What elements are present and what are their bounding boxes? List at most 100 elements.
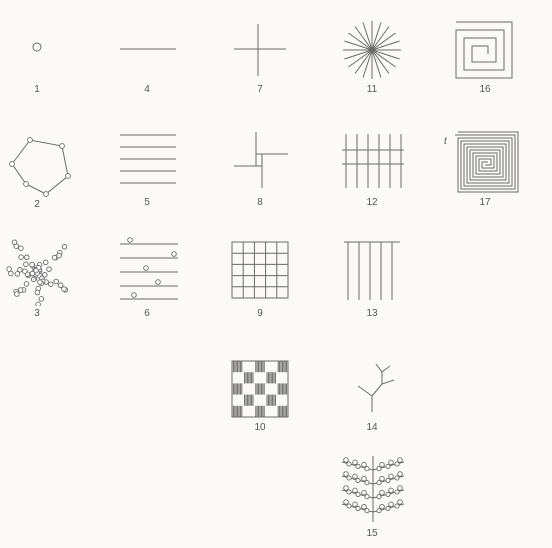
- loop-circle: [356, 464, 360, 468]
- loop-circle: [398, 458, 403, 463]
- star-ray: [355, 50, 372, 74]
- cluster-circle: [43, 260, 48, 265]
- circle-cluster-shape: [4, 236, 74, 306]
- loop-circle: [356, 506, 360, 510]
- loop-circle: [389, 502, 394, 507]
- loop-circle: [386, 506, 390, 510]
- figure-3: [4, 236, 74, 306]
- loop-circle: [365, 495, 369, 499]
- loop-circle: [398, 472, 403, 477]
- square-labyrinth-shape: [452, 128, 526, 198]
- figure-12: [340, 130, 406, 192]
- loop-circle: [395, 476, 399, 480]
- loop-circle: [365, 481, 369, 485]
- cluster-circle: [62, 245, 67, 250]
- loop-circle: [347, 504, 351, 508]
- figure-label-2: 2: [17, 199, 57, 210]
- loop-circle: [395, 504, 399, 508]
- loop-circle: [377, 467, 381, 471]
- cluster-circle: [52, 255, 57, 260]
- cluster-circle: [7, 267, 12, 272]
- square-grid-shape: [230, 240, 292, 302]
- cluster-circle: [54, 279, 59, 284]
- cluster-circle: [62, 287, 67, 292]
- lines-with-dots-shape: [118, 236, 184, 308]
- figure-9: [230, 240, 292, 302]
- star-ray: [372, 50, 400, 59]
- loop-circle: [347, 462, 351, 466]
- cluster-circle: [39, 297, 44, 302]
- vertical-lines-crossbars-shape: [340, 130, 406, 192]
- polygon-with-dots-shape: [4, 130, 74, 200]
- loop-circle: [380, 462, 385, 467]
- loop-circle: [353, 488, 358, 493]
- figure-6: [118, 236, 184, 308]
- loop-circle: [389, 460, 394, 465]
- cluster-circle: [38, 280, 43, 285]
- star-ray: [349, 33, 373, 50]
- loop-circle: [380, 476, 385, 481]
- cluster-circle: [34, 268, 39, 273]
- star-ray: [349, 50, 373, 67]
- loop-circle: [377, 495, 381, 499]
- star-ray: [372, 50, 381, 78]
- loop-circle: [395, 490, 399, 494]
- figure-label-14: 14: [352, 422, 392, 433]
- figure-13: [342, 238, 404, 304]
- spiral-marker-t: t: [444, 136, 447, 147]
- loop-circle: [398, 486, 403, 491]
- star-ray: [344, 41, 372, 50]
- star-ray: [344, 50, 372, 59]
- horizontal-line-shape: [118, 40, 180, 60]
- figure-label-3: 3: [17, 308, 57, 319]
- figure-7: [232, 22, 288, 78]
- figure-label-4: 4: [127, 84, 167, 95]
- figure-label-9: 9: [240, 308, 280, 319]
- figure-2: [4, 130, 74, 200]
- loop-circle: [353, 460, 358, 465]
- cluster-circle: [9, 271, 14, 276]
- figure-14: [352, 360, 402, 416]
- cluster-circle: [23, 269, 28, 274]
- loop-circle: [380, 504, 385, 509]
- star-ray: [372, 22, 381, 50]
- star-ray: [372, 50, 396, 67]
- star-ray: [363, 22, 372, 50]
- loop-circle: [362, 504, 367, 509]
- loop-circle: [386, 478, 390, 482]
- figure-label-15: 15: [352, 528, 392, 539]
- chevron-loops-shape: [336, 452, 410, 524]
- figure-label-13: 13: [352, 308, 392, 319]
- cluster-circle: [49, 282, 54, 287]
- checkerboard-shape: [228, 358, 292, 420]
- cluster-circle: [18, 268, 23, 273]
- loop-circle: [344, 486, 349, 491]
- loop-circle: [344, 500, 349, 505]
- cluster-circle: [35, 290, 40, 295]
- loop-circle: [344, 458, 349, 463]
- cluster-circle: [15, 292, 20, 297]
- loop-circle: [395, 462, 399, 466]
- loop-circle: [389, 488, 394, 493]
- figure-label-16: 16: [465, 84, 505, 95]
- cluster-circle: [18, 288, 23, 293]
- loop-circle: [389, 474, 394, 479]
- loop-circle: [353, 474, 358, 479]
- loop-circle: [353, 502, 358, 507]
- figure-label-6: 6: [127, 308, 167, 319]
- cluster-circle: [57, 253, 62, 258]
- loop-circle: [362, 476, 367, 481]
- parallel-lines-shape: [118, 130, 180, 192]
- figure-label-17: 17: [465, 197, 505, 208]
- loop-circle: [365, 467, 369, 471]
- star-ray: [372, 41, 400, 50]
- cluster-circle: [12, 240, 17, 245]
- cluster-circle: [24, 282, 29, 287]
- small-circle-shape: [20, 30, 60, 70]
- figure-label-12: 12: [352, 197, 392, 208]
- cluster-circle: [36, 302, 41, 306]
- loop-circle: [386, 464, 390, 468]
- offset-cross-shape: [232, 130, 292, 192]
- figure-8: [232, 130, 292, 192]
- radiating-star-shape: [340, 18, 404, 82]
